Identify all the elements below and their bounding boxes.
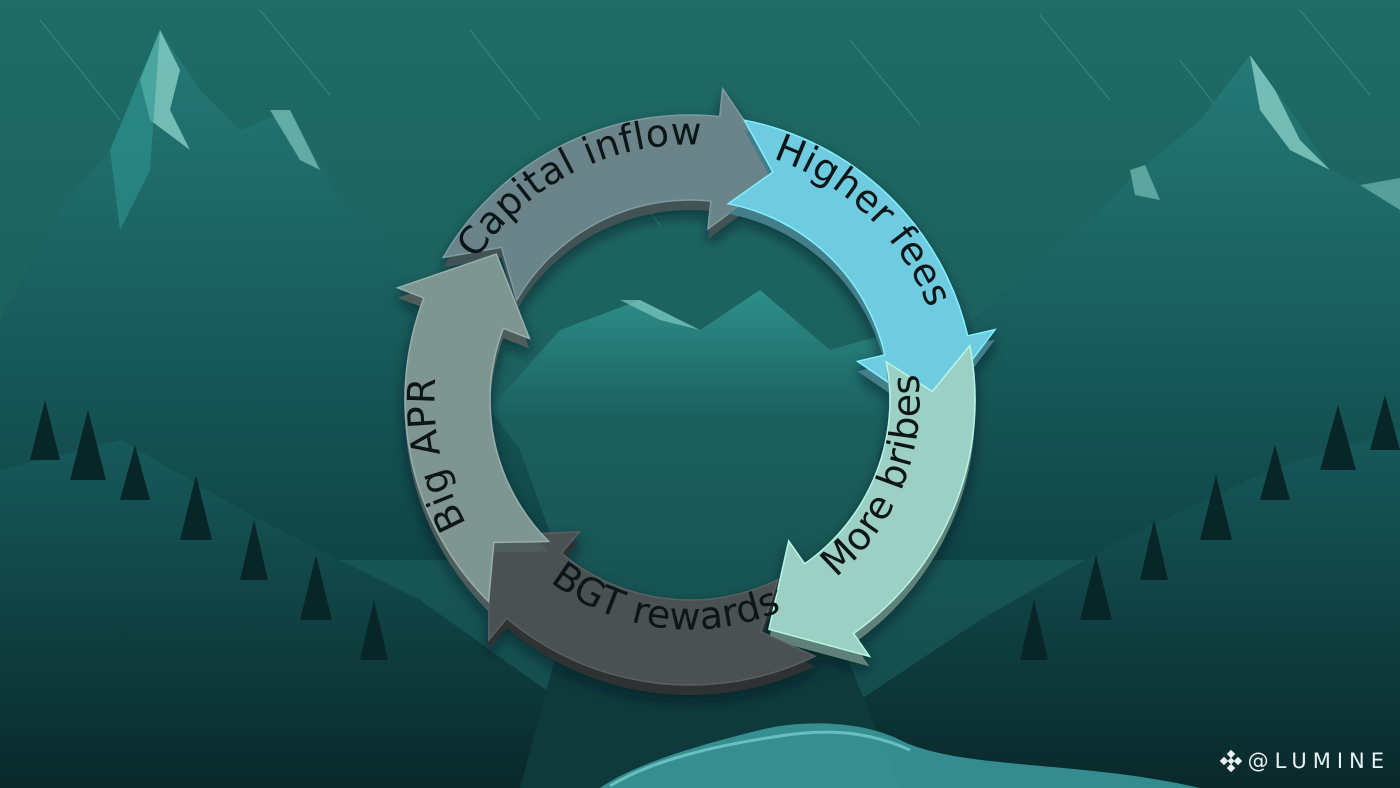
mountain-right	[860, 55, 1400, 560]
cycle-arrow	[726, 119, 997, 414]
far-mountains	[480, 290, 960, 420]
cycle-arrow	[441, 86, 782, 302]
watermark: @LUMINE	[1219, 748, 1390, 774]
diamond-logo-icon	[1219, 750, 1242, 772]
watermark-text: @LUMINE	[1247, 749, 1390, 773]
cycle-arrow	[488, 530, 817, 686]
pine-trees	[30, 395, 1400, 660]
cycle-arrow	[395, 253, 551, 604]
cycle-arrow	[768, 343, 976, 658]
